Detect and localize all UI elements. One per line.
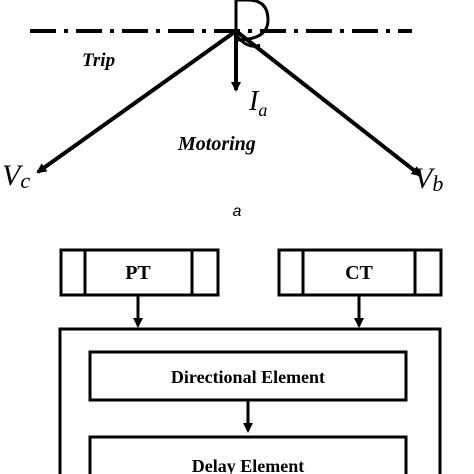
delay-element-block: Delay Element (88, 435, 408, 474)
motoring-label: Motoring (177, 133, 256, 155)
pt-block: PT (59, 248, 220, 297)
relay-container (58, 327, 442, 474)
vb-label-sub: b (432, 171, 443, 196)
phasor-diagram: Trip Motoring Ia Vc Vb (2, 0, 443, 196)
ct-block: CT (277, 248, 443, 297)
vc-phasor-arrow (36, 29, 238, 174)
vb-phasor-arrow (234, 29, 422, 177)
ia-label-sub: a (258, 100, 267, 120)
directional-element-block: Directional Element (88, 350, 408, 402)
block-diagram: PT CT Directional Element Delay Element (58, 248, 443, 474)
ia-label: Ia (248, 86, 267, 120)
vc-label-main: V (2, 159, 24, 192)
vc-label: Vc (2, 159, 30, 193)
trip-label: Trip (82, 50, 115, 71)
pt-label: PT (125, 262, 151, 284)
angle-arc (234, 34, 261, 48)
vb-label-main: V (414, 162, 436, 195)
delay-element-label: Delay Element (192, 456, 304, 474)
vb-label: Vb (414, 162, 443, 196)
directional-element-label: Directional Element (171, 367, 325, 387)
ct-label: CT (345, 262, 373, 284)
subfigure-caption: a (233, 203, 242, 220)
ia-label-main: I (248, 86, 260, 117)
vc-label-sub: c (20, 168, 30, 193)
